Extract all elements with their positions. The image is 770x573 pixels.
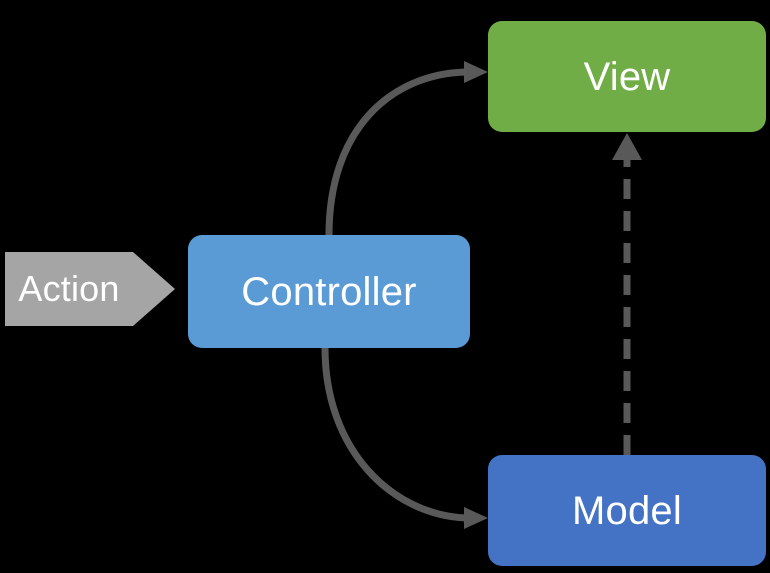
node-view[interactable] [488,21,766,132]
connector-controller-to-model[interactable] [321,347,488,529]
view-box-shape [488,21,766,132]
controller-box-shape [188,235,470,348]
connector-controller-to-view[interactable] [325,61,488,236]
model-to-view-arrowhead [612,133,642,160]
controller-to-model-line [321,347,467,522]
node-action[interactable] [5,252,175,326]
controller-to-model-arrowhead [464,507,488,529]
model-box-shape [488,455,766,566]
node-model[interactable] [488,455,766,566]
controller-to-view-line [325,68,467,236]
node-controller[interactable] [188,235,470,348]
action-arrow-shape [5,252,175,326]
connector-model-to-view[interactable] [612,133,642,455]
controller-to-view-arrowhead [464,61,488,83]
